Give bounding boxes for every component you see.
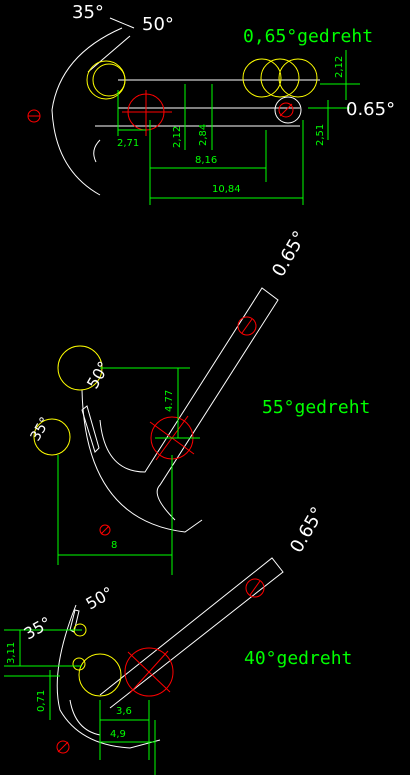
hook-inner-bot	[99, 557, 284, 709]
hook-outline-bot	[56, 604, 161, 749]
red-small-bot-diag	[249, 580, 261, 596]
red-cross-bot-b	[127, 651, 171, 693]
white-circle-top	[274, 96, 302, 124]
dim-8: 8	[111, 540, 117, 551]
panel-bot: 0.65° 50° 35° 40°gedreht 3,11 0,71 3,6 4…	[4, 503, 352, 775]
red-small-top-diag	[279, 103, 293, 117]
dim-212a: 2,12	[172, 126, 183, 148]
angle-35-top: 35°	[72, 2, 104, 23]
red-circle-bot-main	[124, 647, 174, 697]
panel-mid: 0.65° 50° 35° 55°gedreht 4.77 8	[28, 227, 370, 575]
angle-50-bot: 50°	[83, 583, 117, 614]
dim-071: 0,71	[36, 690, 47, 712]
dim-49: 4,9	[110, 729, 126, 740]
hook-outline-top	[51, 27, 123, 196]
dim-1084: 10,84	[212, 184, 241, 195]
hook-slot-mid	[81, 405, 100, 453]
red-circle-bot-far	[56, 740, 70, 754]
dim-284: 2,84	[198, 124, 209, 146]
title-bot: 40°gedreht	[244, 648, 352, 669]
red-circle-mid-far	[99, 524, 111, 536]
dim-271: 2,71	[117, 138, 139, 149]
angle-065-top: 0.65°	[346, 99, 395, 120]
angle-50-top: 50°	[142, 14, 174, 35]
yellow-circle-r2	[260, 58, 300, 98]
dim-311: 3,11	[6, 642, 17, 664]
angle-35-bot: 35°	[21, 613, 55, 644]
title-top: 0,65°gedreht	[243, 26, 373, 47]
red-circle-mid-small	[237, 316, 257, 336]
dim-36: 3,6	[116, 706, 132, 717]
dims-mid	[57, 367, 200, 575]
yellow-circle-bot-small2	[72, 657, 86, 671]
panel-top: 35° 50° 0,65°gedreht 0.65° 2,71 2,12 2,8…	[27, 2, 395, 205]
hook-inner-mid	[99, 287, 279, 521]
yellow-circle-r3	[278, 58, 318, 98]
red-far-bot-diag	[57, 741, 69, 753]
angle-065-bot: 0.65°	[286, 503, 329, 556]
dims-top	[117, 50, 360, 205]
yellow-circle-mid-lower	[33, 418, 71, 456]
yellow-circle-r1	[242, 58, 282, 98]
hook-tip-top	[93, 139, 101, 163]
hook-tip-bot	[69, 699, 101, 736]
hook-slot-bot	[69, 609, 80, 633]
angle-065-mid: 0.65°	[268, 227, 311, 280]
red-circle-top-small	[278, 102, 294, 118]
hook-inner-top	[87, 17, 135, 73]
yellow-circle-left-top-2	[92, 63, 126, 97]
title-mid: 55°gedreht	[262, 397, 370, 418]
dim-251: 2,51	[315, 124, 326, 146]
angle-50-mid: 50°	[83, 358, 114, 392]
red-circle-bot-small	[245, 578, 265, 598]
red-far-mid-diag	[100, 525, 110, 535]
dim-816: 8,16	[195, 155, 217, 166]
yellow-circle-bot-main	[78, 653, 122, 697]
dims-bot	[4, 629, 156, 775]
dim-477: 4.77	[164, 390, 175, 412]
red-small-mid-diag	[241, 318, 253, 334]
dim-212b: 2,12	[334, 56, 345, 78]
